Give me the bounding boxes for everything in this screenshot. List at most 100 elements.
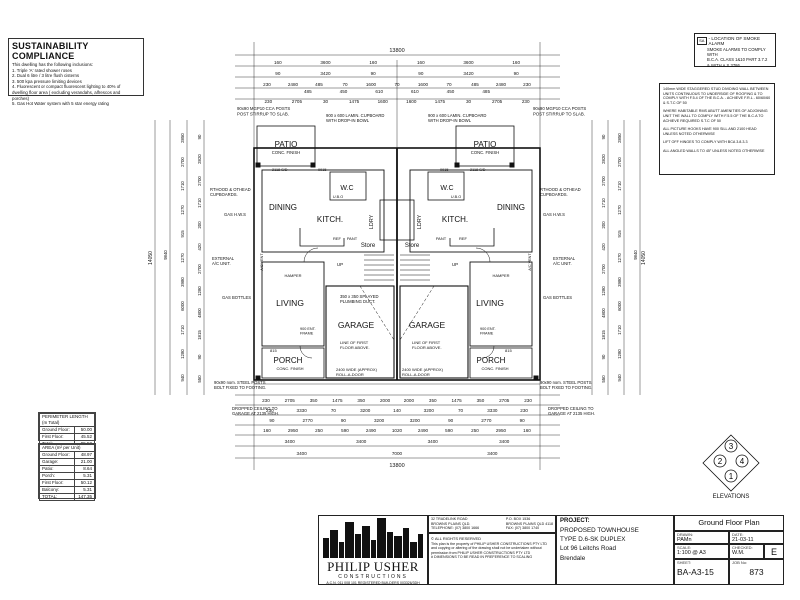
stairs-up: UP [337, 262, 343, 267]
dimension-label: 2490 [418, 428, 429, 433]
dimension-label: 3200 [424, 408, 435, 413]
dimension-label: 2118 S/D [272, 168, 288, 172]
dimension-label: 230 [263, 82, 271, 87]
callout-gas-bottles: GAS BOTTLES [543, 295, 572, 300]
callout-roll-door: 2400 WIDE (APPROX) [336, 367, 378, 372]
callout-roll-door: ROLL-A-DOOR [336, 372, 364, 377]
dimension-label: 9840 [633, 250, 638, 260]
dimension-label: 140 [393, 408, 401, 413]
dimension-label: 3200 [374, 418, 385, 423]
room-laundry: LDRY [369, 214, 375, 229]
dimension-label: 1280 [617, 349, 622, 359]
dimension-label: 2770 [481, 418, 492, 423]
room-dining: DINING [497, 203, 525, 212]
note-paragraph: ALL PICTURE HOOKS HAVE 900 SILL AND 2100… [663, 127, 757, 136]
room-kitchen: KITCH. [442, 215, 468, 224]
smoke-alarm-legend: SA - LOCATION OF SMOKE ALARM SMOKE ALARM… [694, 33, 776, 68]
job-number-cell: JOB No: 873 [729, 559, 784, 585]
sustainability-item: 4. Fluorescent or compact fluorescent li… [12, 84, 121, 90]
dimension-label: 2770 [303, 418, 314, 423]
dimension-label: 2700 [601, 176, 606, 186]
callout-cupboards: RTHOOD & OTHEAD [540, 187, 581, 192]
callout-cupboards: RTHOOD & OTHEAD [210, 187, 251, 192]
dimension-label: 3400 [285, 439, 296, 444]
dimension-label: 2700 [617, 157, 622, 167]
dimension-label: 250 [471, 428, 479, 433]
room-laundry: LDRY [417, 214, 423, 229]
callout-steel-posts: BOLT FIXED TO FOOTING. [540, 385, 592, 390]
room-ref: REF [459, 236, 468, 241]
sustainability-item: porches) [12, 95, 30, 101]
dimension-label: 230 [523, 82, 531, 87]
dimension-label: 940 [180, 374, 185, 382]
room-pantry: PANT [347, 236, 358, 241]
revision-cell: E [764, 544, 784, 559]
dimension-label: 90 [601, 134, 606, 139]
dimension-label: 3400 [297, 451, 308, 456]
room-garage: GARAGE [409, 320, 446, 330]
dimension-label: 1475 [332, 398, 343, 403]
room-pantry: PANT [436, 236, 447, 241]
callout-dropped-ceiling: GARAGE AT 2135 HIGH. [232, 411, 279, 416]
sheet-value: BA-A3-15 [677, 567, 714, 577]
dimension-label: 160 [274, 60, 282, 65]
dimension-label: 2700 [601, 264, 606, 274]
dimension-label: 2850 [617, 133, 622, 143]
dimension-label: 230 [264, 99, 272, 104]
dimension-label: 1710 [180, 181, 185, 191]
note-paragraph: 140mm WIDE STAGGERED STUD DIVIDING WALL … [663, 87, 771, 105]
callout-cupboards: CUPBOARDS. [540, 192, 568, 197]
room-patio: PATIO [474, 140, 497, 149]
dimension-label: 3420 [463, 71, 474, 76]
company-name: PHILIP USHER [327, 559, 419, 574]
callout-first-floor: FLOOR ABOVE. [340, 345, 370, 350]
dimension-label: 3420 [320, 71, 331, 76]
checked-label: CHECKED: [732, 545, 753, 550]
dimension-label: 550 [197, 375, 202, 383]
dimension-label: 915 [617, 230, 622, 238]
dimension-label: 0915 [440, 168, 448, 172]
sheet-label: SHEET: [677, 560, 692, 565]
project-line: TYPE D.6-SK DUPLEX [560, 536, 626, 544]
smoke-legend-line: B.C.A. CLASS 1&10 PART 3.7.2 [707, 57, 768, 63]
project-label: PROJECT: [560, 518, 590, 524]
dimension-label: 1475 [435, 99, 446, 104]
ubo-label: U.B.O [333, 195, 343, 199]
elev-3: 3 [729, 442, 734, 451]
callout-posts: POST STIRRUP TO SLAB. [533, 112, 585, 117]
dimension-label: 2480 [496, 82, 507, 87]
dimension-label: 2700 [197, 176, 202, 186]
dimension-label: 1710 [617, 181, 622, 191]
dimension-label: 350 [310, 398, 318, 403]
city-skyline-logo [323, 518, 423, 558]
title-block-logo: PHILIP USHER CONSTRUCTIONS A.C.N. 011 00… [318, 515, 428, 585]
sustainability-intro: This dwelling has the following inclusio… [12, 62, 94, 67]
dimension-label: 420 [197, 243, 202, 251]
dimension-label: 2480 [288, 82, 299, 87]
callout-steel-posts: BOLT FIXED TO FOOTING. [214, 385, 266, 390]
callout-first-floor: LINE OF FIRST [412, 340, 441, 345]
ubo-label: U.B.O [451, 195, 461, 199]
callout-ent-frame: 900 ENT. [480, 327, 496, 331]
address-line: TELEPHONE: (07) 3800 1666 [431, 526, 480, 531]
dimension-label: 2705 [292, 99, 303, 104]
note-paragraph: WHERE HABITABLE RMS ABUTT AMENITIES OF A… [663, 109, 768, 123]
dimension-label: 450 [340, 89, 348, 94]
dimension-label: 3400 [487, 451, 498, 456]
dimension-label: 0915 [318, 168, 326, 172]
callout-laundry-cupboard: 900 x 600 LAMIN. CUPBOARD [326, 113, 384, 118]
checked-value: W.M. [732, 550, 745, 556]
ac-vent-label: A/C VENT [528, 253, 532, 271]
address-line: FAX: (07) 3800 1740 [505, 526, 540, 531]
dimension-label: 815 [505, 348, 512, 353]
dimension-label: 485 [482, 89, 490, 94]
elevations-diamond: 3 2 4 1 [702, 434, 760, 492]
dimension-label: 6000 [180, 301, 185, 311]
dimension-label: 90 [520, 418, 526, 423]
sheet-title-cell: Ground Floor Plan [674, 515, 784, 531]
elev-1: 1 [729, 472, 734, 481]
